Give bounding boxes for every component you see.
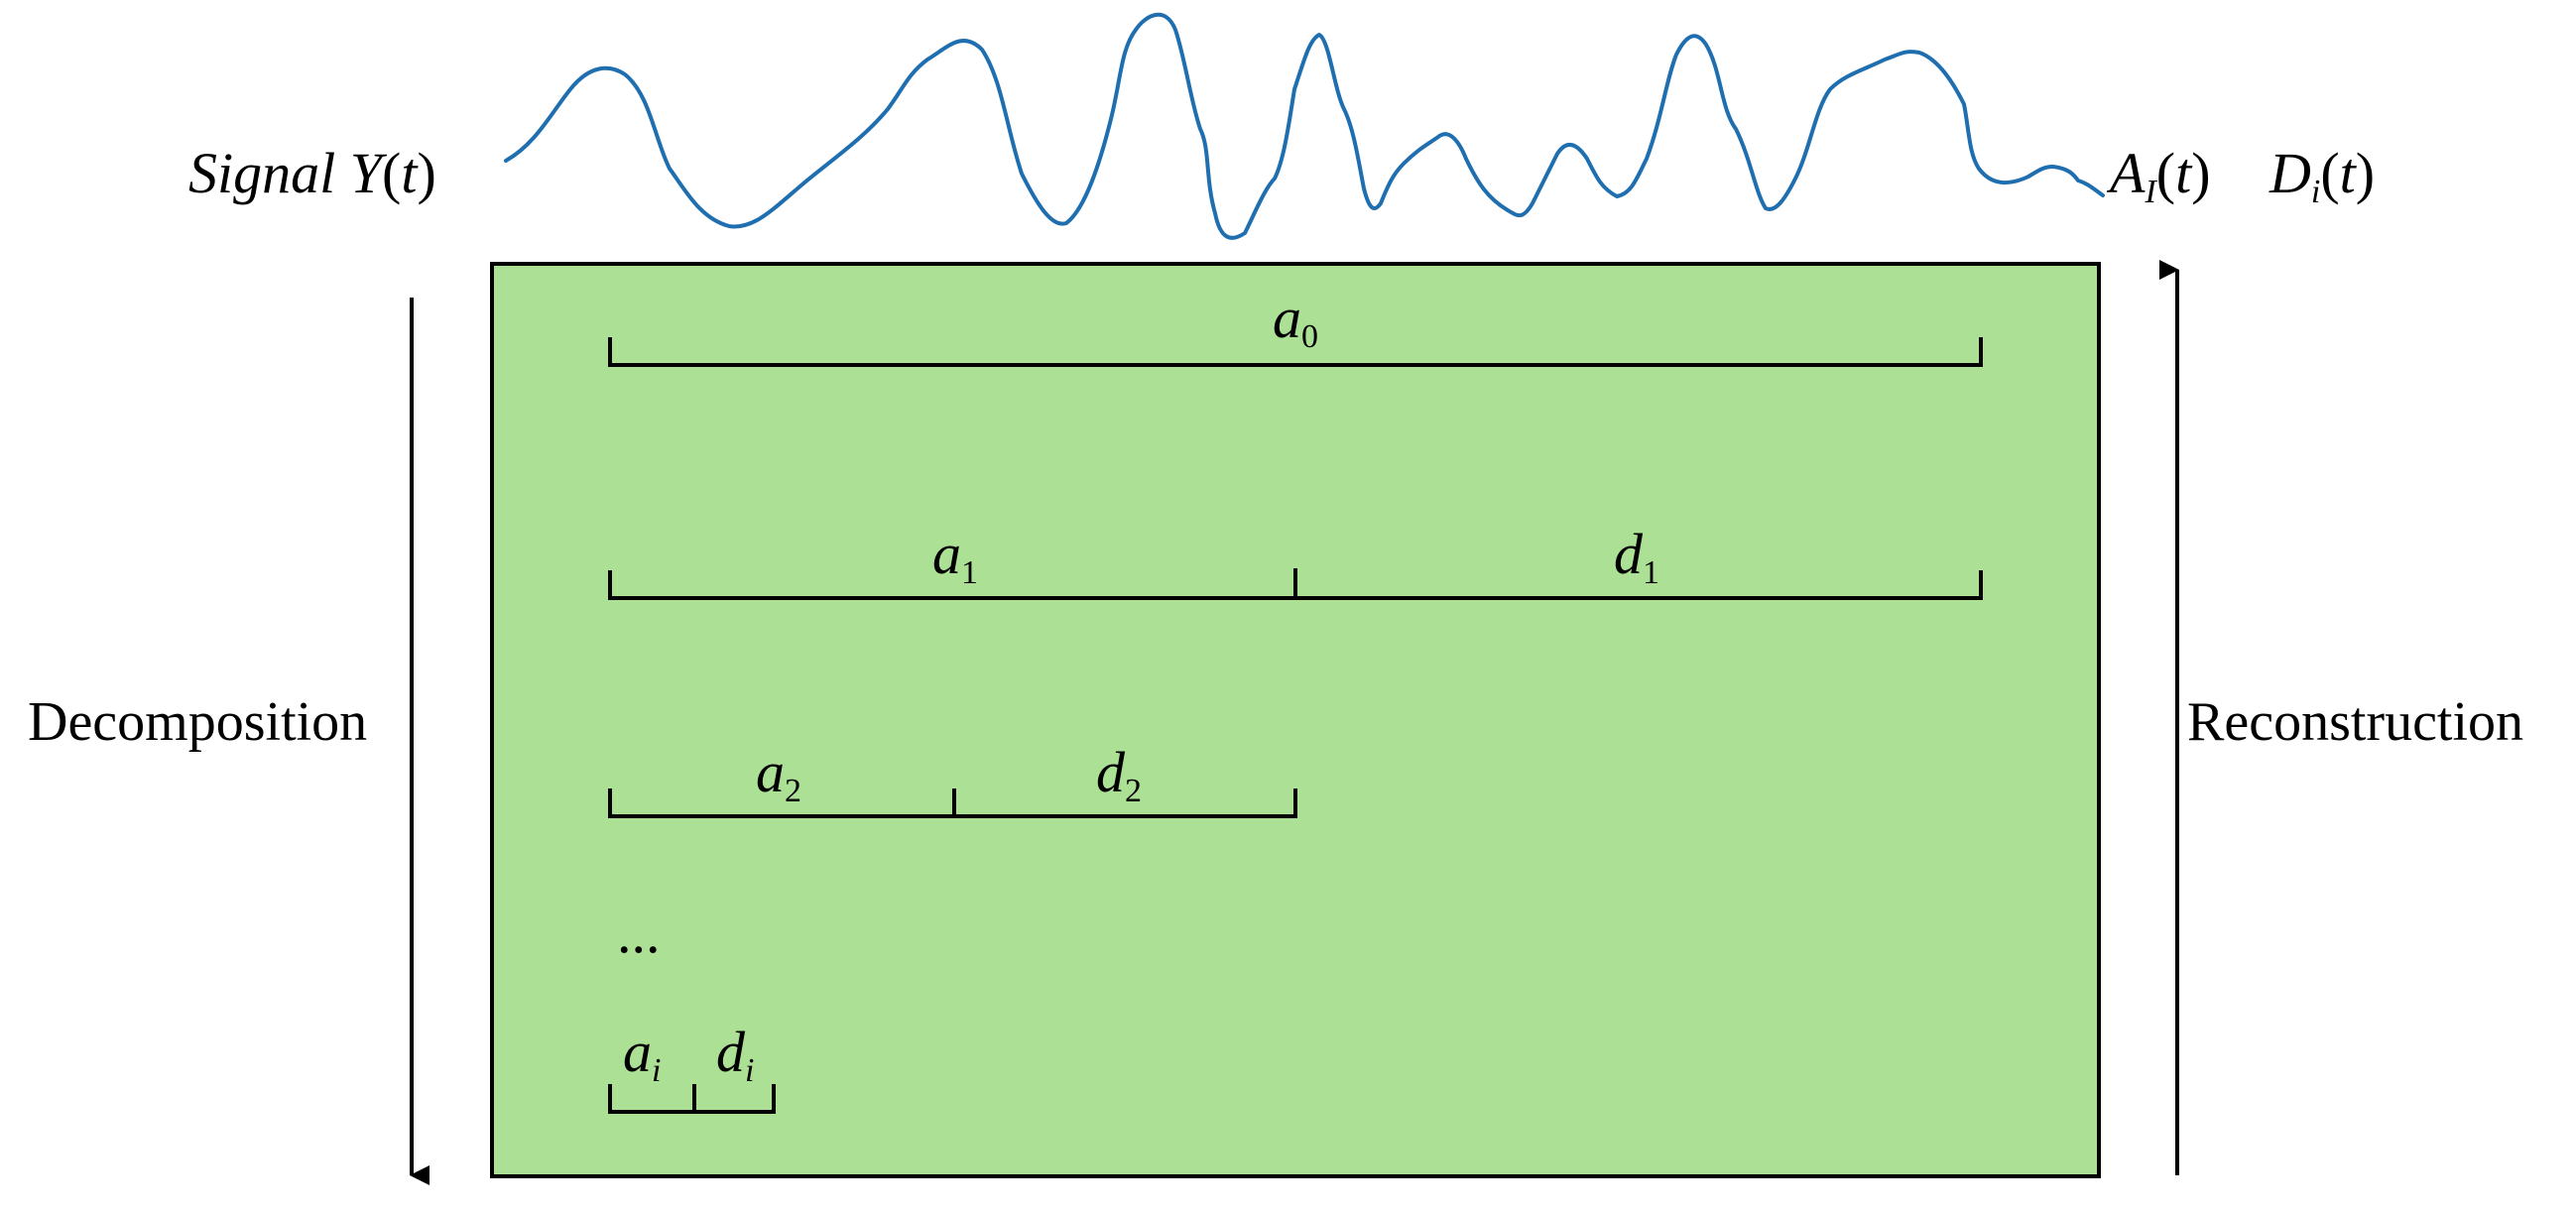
signal-waveform bbox=[504, 12, 2105, 240]
level-1-bracket bbox=[608, 568, 1983, 600]
level-2-bracket bbox=[608, 789, 1297, 818]
label-d2: d2 bbox=[1096, 740, 1142, 809]
level-0-bracket bbox=[608, 337, 1983, 367]
coefficient-box bbox=[490, 262, 2101, 1178]
approx-label: AI(t) bbox=[2106, 141, 2211, 210]
detail-label: Di(t) bbox=[2269, 141, 2375, 210]
label-a2: a2 bbox=[756, 740, 801, 809]
label-a1: a1 bbox=[932, 522, 978, 591]
label-ai: ai bbox=[623, 1020, 661, 1089]
label-di: di bbox=[716, 1020, 754, 1089]
label-a0: a0 bbox=[1273, 286, 1318, 355]
label-d1: d1 bbox=[1614, 522, 1659, 591]
reconstruction-label: Reconstruction bbox=[2187, 691, 2523, 753]
decomposition-label: Decomposition bbox=[28, 691, 367, 753]
level-i-bracket bbox=[608, 1084, 776, 1114]
signal-label: Signal Y(t) bbox=[188, 141, 436, 205]
ellipsis: ... bbox=[617, 901, 661, 965]
